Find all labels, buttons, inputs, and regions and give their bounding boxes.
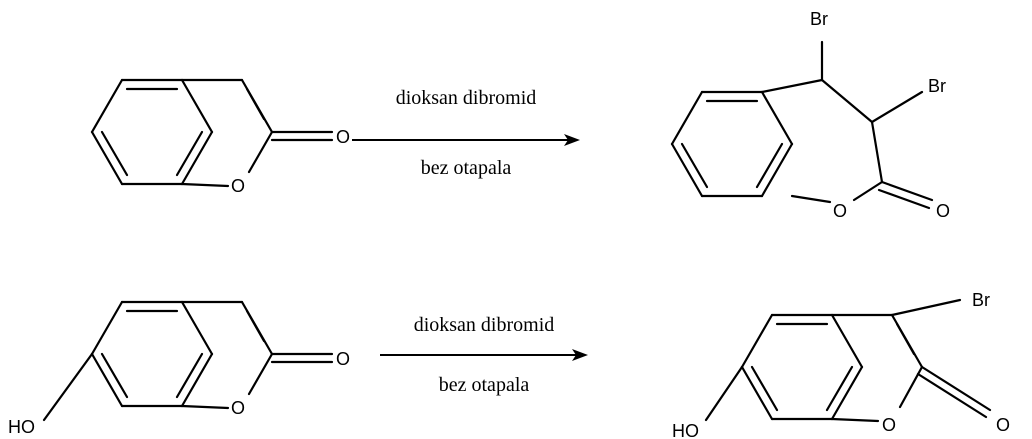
reaction-2-condition-bottom: bez otapala (439, 374, 530, 396)
reaction-arrow-2 (380, 349, 588, 361)
reaction-1-condition-bottom: bez otapala (421, 157, 512, 179)
reactant-1-ring-oxygen-label: O (231, 176, 245, 196)
reactant-coumarin (90, 78, 334, 188)
reactant-1-carbonyl-oxygen-label: O (336, 127, 350, 147)
reaction-arrow-1 (352, 134, 580, 146)
product-1-ring-oxygen-label: O (833, 201, 847, 221)
reactant-7-hydroxycoumarin (42, 300, 334, 422)
reactant-2-carbonyl-oxygen-label: O (336, 349, 350, 369)
product-1-bromine-1-label: Br (810, 9, 828, 29)
product-2-ring-oxygen-label: O (882, 415, 896, 435)
product-2-bromine-label: Br (972, 290, 990, 310)
reactant-2-ring-oxygen-label: O (231, 398, 245, 418)
product-2-carbonyl-oxygen-label: O (996, 415, 1010, 435)
product-2-hydroxyl-label: HO (672, 421, 699, 439)
reactant-2-hydroxyl-label: HO (8, 417, 35, 437)
product-1-bromine-2-label: Br (928, 76, 946, 96)
reaction-2-condition-top: dioksan dibromid (414, 314, 555, 336)
product-3-bromo-7-hydroxycoumarin (704, 298, 992, 423)
product-1-carbonyl-oxygen-label: O (936, 201, 950, 221)
reaction-1-condition-top: dioksan dibromid (396, 87, 537, 109)
product-dibromo-dihydrocoumarin (670, 40, 934, 210)
